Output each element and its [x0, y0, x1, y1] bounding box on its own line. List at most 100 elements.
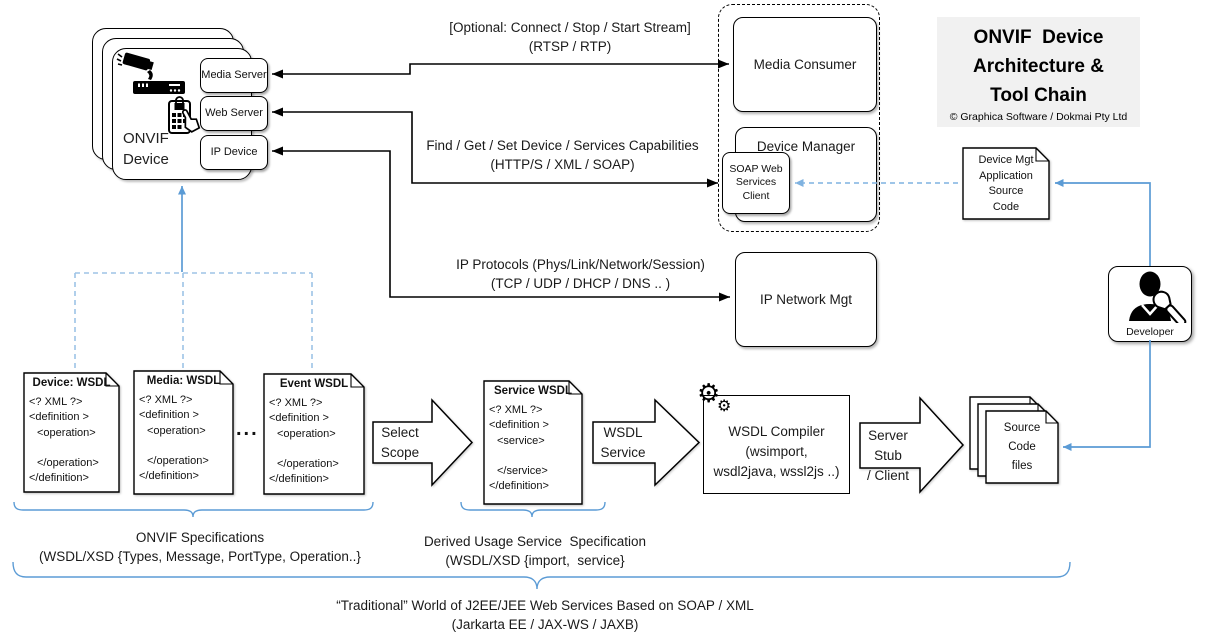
service-wsdl-lines: <? XML ?> <definition > <service> </serv… [489, 403, 581, 495]
developer-to-sourcefiles-arrow [1063, 340, 1151, 451]
ip-network-mgt-box: IP Network Mgt [735, 252, 877, 347]
client-group-container [718, 4, 880, 232]
event-wsdl-title: Event WSDL [279, 378, 349, 390]
server-stub-label: Server Stub / Client [856, 426, 920, 486]
doc-line: <operation> [147, 424, 206, 437]
soap-client-label: SOAP Web Services Client [729, 162, 783, 202]
source-files-line2: Code [1008, 441, 1036, 453]
source-files-line1: Source [1003, 422, 1041, 434]
media-flow-connector [272, 59, 729, 79]
doc-line: </service> [497, 465, 548, 478]
developer-to-sourcecode-arrow [1055, 179, 1151, 266]
media-wsdl-doc: Media: WSDL <? XML ?> <definition > <ope… [133, 370, 234, 495]
doc-line: <service> [497, 434, 545, 447]
soap-web-services-client-box: SOAP Web Services Client [722, 152, 790, 214]
doc-line: </operation> [37, 457, 99, 470]
person-wrench-icon [1129, 271, 1187, 323]
media-consumer-label: Media Consumer [753, 57, 857, 72]
event-wsdl-lines: <? XML ?> <definition > <operation> </op… [269, 396, 363, 488]
media-flow-line2: (RTSP / RTP) [528, 39, 612, 54]
select-scope-label: Select Scope [370, 423, 430, 463]
derived-usage-line1: Derived Usage Service Specification [423, 534, 647, 549]
doc-line: <operation> [277, 427, 336, 440]
server-stub-arrow [859, 396, 965, 494]
onvif-device-label: ONVIF Device [123, 128, 169, 170]
title-line3: Tool Chain [990, 85, 1087, 106]
doc-line: </definition> [29, 472, 89, 485]
wsdl-compiler-line3: wsdl2java, wssl2js ..) [713, 464, 840, 479]
media-flow-label: [Optional: Connect / Stop / Start Stream… [415, 18, 725, 56]
device-mgt-doc-line4: Code [992, 200, 1020, 213]
service-wsdl-title: Service WSDL [494, 385, 572, 397]
onvif-spec-line1: ONVIF Specifications [135, 530, 265, 545]
ellipsis-text: ... [236, 418, 259, 440]
doc-line: <? XML ?> [29, 396, 83, 408]
media-wsdl-title: Media: WSDL [146, 375, 221, 387]
doc-line [29, 441, 118, 456]
capabilities-flow-label: Find / Get / Set Device / Services Capab… [405, 136, 720, 174]
doc-line: </definition> [269, 473, 329, 486]
doc-line [269, 442, 363, 457]
copyright-text: © Graphica Software / Dokmai Pty Ltd [949, 111, 1128, 123]
device-wsdl-doc: Device: WSDL <? XML ?> <definition > <op… [23, 372, 120, 493]
doc-line: </definition> [139, 470, 199, 483]
select-scope-arrow [372, 398, 474, 487]
media-server-label: Media Server [201, 68, 267, 81]
recorder-bar-icon [133, 81, 185, 94]
doc-line [139, 439, 232, 454]
server-stub-line1: Server Stub [868, 428, 908, 463]
device-wsdl-title: Device: WSDL [32, 377, 111, 389]
doc-line [489, 449, 581, 464]
developer-label: Developer [1126, 326, 1174, 338]
device-mgt-doc-line1: Device Mgt [978, 154, 1034, 166]
media-consumer-box: Media Consumer [733, 17, 877, 112]
onvif-spec-brace [13, 501, 374, 518]
device-manager-label: Device Manager [756, 139, 856, 154]
doc-line: </definition> [489, 480, 549, 493]
wsdl-compiler-label: WSDL Compiler (wsimport, wsdl2java, wssl… [704, 422, 849, 482]
developer-box: Developer [1108, 266, 1192, 342]
doc-line: <? XML ?> [269, 397, 323, 409]
keypad-lock-hand-icon [168, 96, 201, 134]
device-mgt-doc-text: Device Mgt Application Source Code [962, 153, 1050, 215]
doc-line: <? XML ?> [489, 404, 543, 416]
wsdl-service-arrow [592, 398, 701, 487]
onvif-spec-caption: ONVIF Specifications (WSDL/XSD {Types, M… [10, 528, 390, 566]
select-scope-line2: Scope [380, 445, 420, 460]
doc-line: <definition > [489, 419, 549, 432]
media-flow-line1: [Optional: Connect / Stop / Start Stream… [449, 20, 691, 35]
diagram-title-block: ONVIF Device Architecture & Tool Chain ©… [937, 17, 1140, 127]
ip-network-mgt-label: IP Network Mgt [759, 292, 853, 307]
media-server-box: Media Server [200, 58, 268, 93]
traditional-world-line2: (Jarkarta EE / JAX-WS / JAXB) [451, 617, 639, 632]
doc-line: <? XML ?> [139, 394, 193, 406]
event-wsdl-doc: Event WSDL <? XML ?> <definition > <oper… [263, 373, 365, 495]
web-server-box: Web Server [200, 96, 268, 131]
doc-line: </operation> [277, 458, 339, 471]
wsdl-service-label: WSDL Service [592, 423, 654, 463]
doc-line: <definition > [29, 411, 89, 424]
onvif-device-label-line1: ONVIF [123, 130, 169, 147]
ip-flow-label: IP Protocols (Phys/Link/Network/Session)… [428, 255, 733, 293]
wsdl-service-line1: WSDL [603, 425, 643, 440]
gears-icon: ⚙ [697, 379, 721, 409]
device-wsdl-lines: <? XML ?> <definition > <operation> </op… [29, 395, 118, 487]
cctv-camera-icon [116, 52, 154, 80]
server-stub-line2: / Client [866, 468, 910, 483]
traditional-world-caption: “Traditional” World of J2EE/JEE Web Serv… [280, 596, 810, 634]
derived-usage-line2: (WSDL/XSD {import, service} [445, 553, 625, 568]
gears-icon-small: ⚙ [717, 396, 732, 415]
select-scope-line1: Select [381, 425, 419, 440]
device-mgt-source-doc: Device Mgt Application Source Code [962, 147, 1050, 220]
onvif-device-label-line2: Device [123, 151, 169, 168]
doc-line: <definition > [269, 412, 329, 425]
media-wsdl-lines: <? XML ?> <definition > <operation> </op… [139, 393, 232, 485]
source-files-page-front: Source Code files [985, 410, 1059, 484]
ip-flow-line2: (TCP / UDP / DHCP / DNS .. ) [490, 276, 671, 291]
source-files-text: Source Code files [985, 419, 1059, 476]
ip-device-label: IP Device [210, 145, 258, 158]
capabilities-flow-line1: Find / Get / Set Device / Services Capab… [426, 138, 699, 153]
web-server-label: Web Server [205, 106, 263, 119]
wsdl-compiler-line2: (wsimport, [745, 444, 808, 459]
